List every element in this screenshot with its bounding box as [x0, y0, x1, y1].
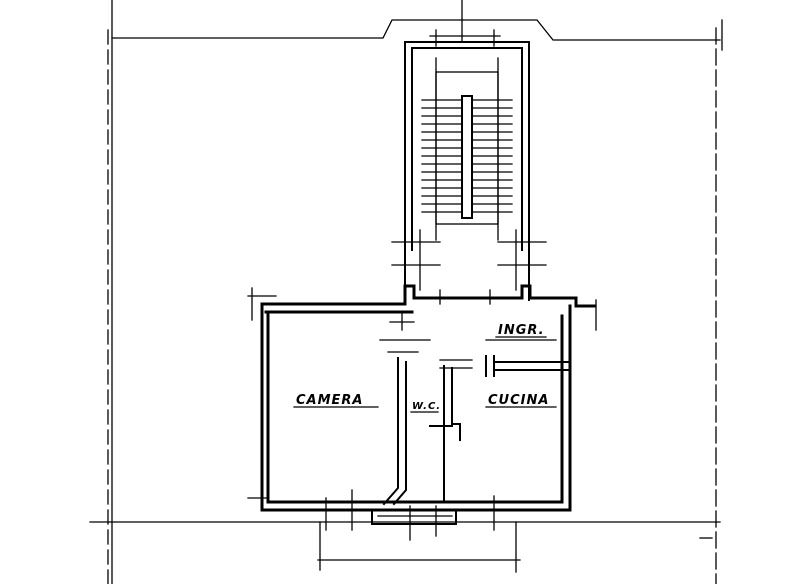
stair-treads: [421, 99, 513, 213]
room-label-camera: CAMERA: [296, 393, 364, 408]
apartment-walls: [247, 284, 597, 512]
building-outline: [89, 0, 723, 584]
room-label-ingresso: INGR.: [498, 323, 545, 338]
room-label-cucina: CUCINA: [488, 393, 549, 408]
stairwell: [391, 0, 547, 301]
bottom-entrance: [317, 489, 521, 573]
room-label-wc: W.C.: [412, 401, 441, 412]
interior-partitions: [379, 289, 571, 506]
